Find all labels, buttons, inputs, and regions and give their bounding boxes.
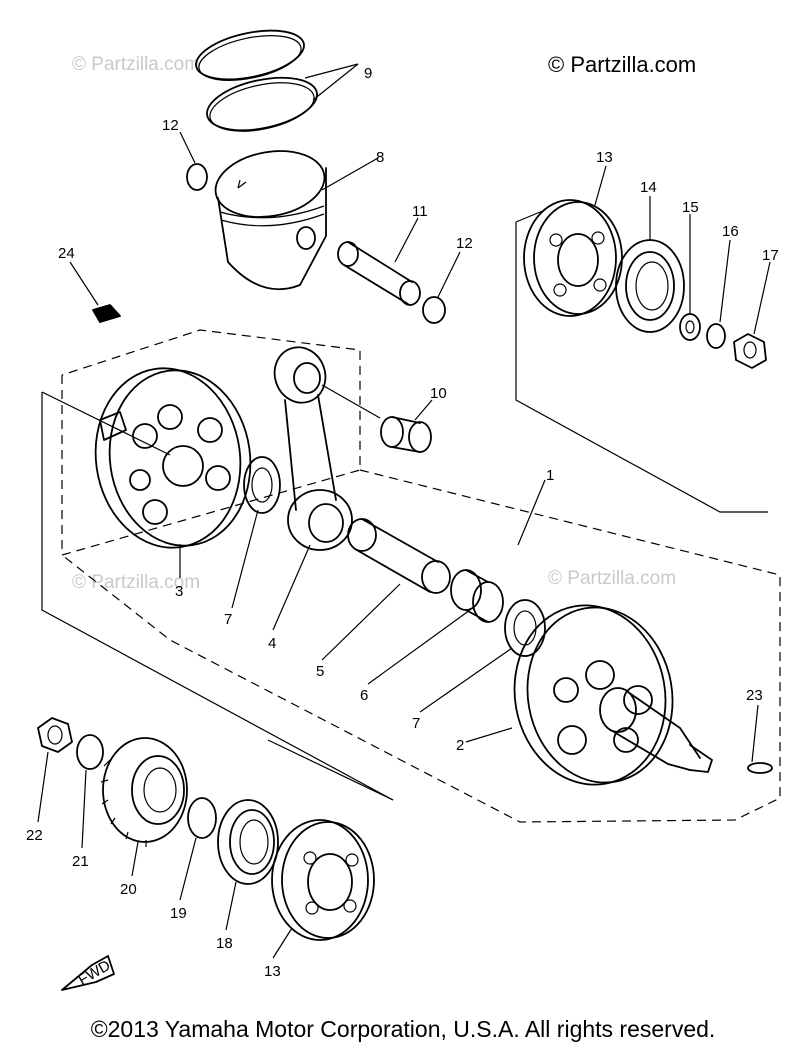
- label-part-16: 16: [722, 223, 739, 240]
- part-number-labels: 1 2 3 4 5 6 7 7 8 9 10 11 12 12 13 13 14…: [26, 65, 779, 980]
- label-part-21: 21: [72, 853, 89, 870]
- copyright-notice: ©2013 Yamaha Motor Corporation, U.S.A. A…: [90, 1016, 716, 1042]
- assembly-outlines: [41, 209, 781, 823]
- washer-lower: [76, 734, 104, 770]
- label-part-13b: 13: [264, 963, 281, 980]
- label-part-7a: 7: [224, 611, 232, 628]
- label-part-6: 6: [360, 687, 368, 704]
- thrust-washer-right: [504, 599, 546, 657]
- label-part-5: 5: [316, 663, 324, 680]
- circlip-upper: [186, 163, 208, 191]
- piston-pin: [337, 241, 421, 306]
- label-part-3: 3: [175, 583, 183, 600]
- label-part-20: 20: [120, 881, 137, 898]
- nut-right: [733, 333, 767, 369]
- watermark-middle-right: © Partzilla.com: [548, 568, 676, 589]
- label-part-10: 10: [430, 385, 447, 402]
- lock-washer: [706, 323, 726, 349]
- o-ring: [187, 797, 217, 839]
- small-end-bearing: [380, 416, 432, 453]
- bearing-right: [523, 199, 623, 317]
- primary-gear: [100, 737, 188, 847]
- piston: [214, 150, 327, 291]
- watermark-top-left: © Partzilla.com: [72, 54, 200, 75]
- washer: [679, 313, 701, 341]
- label-part-14: 14: [640, 179, 657, 196]
- piston-rings: [195, 29, 318, 132]
- label-part-12b: 12: [456, 235, 473, 252]
- thrust-washer-left: [243, 456, 281, 514]
- label-part-4: 4: [268, 635, 276, 652]
- label-part-7b: 7: [412, 715, 420, 732]
- label-part-12a: 12: [162, 117, 179, 134]
- fwd-label: FWD: [75, 957, 113, 989]
- small-key: [747, 762, 773, 774]
- oil-seal: [615, 239, 685, 333]
- circlip-right: [422, 296, 446, 324]
- label-part-18: 18: [216, 935, 233, 952]
- fwd-arrow-icon: FWD: [61, 955, 115, 991]
- label-part-13a: 13: [596, 149, 613, 166]
- label-part-23: 23: [746, 687, 763, 704]
- leader-lines: [37, 63, 771, 959]
- big-end-bearing: [450, 569, 504, 623]
- woodruff-key: [92, 304, 121, 323]
- crank-pin: [347, 518, 451, 594]
- label-part-17: 17: [762, 247, 779, 264]
- label-part-24: 24: [58, 245, 75, 262]
- label-part-8: 8: [376, 149, 384, 166]
- label-part-9: 9: [364, 65, 372, 82]
- label-part-1: 1: [546, 467, 554, 484]
- crank-wheel-left: [94, 367, 252, 549]
- watermark-top-right: © Partzilla.com: [548, 52, 696, 77]
- connecting-rod: [273, 346, 381, 551]
- bearing-lower: [271, 819, 375, 941]
- label-part-11: 11: [412, 203, 428, 220]
- oil-seal-lower: [217, 799, 279, 885]
- label-part-22: 22: [26, 827, 43, 844]
- label-part-2: 2: [456, 737, 464, 754]
- nut-left: [37, 717, 73, 753]
- label-part-15: 15: [682, 199, 699, 216]
- label-part-19: 19: [170, 905, 187, 922]
- crank-wheel-right: [513, 604, 713, 786]
